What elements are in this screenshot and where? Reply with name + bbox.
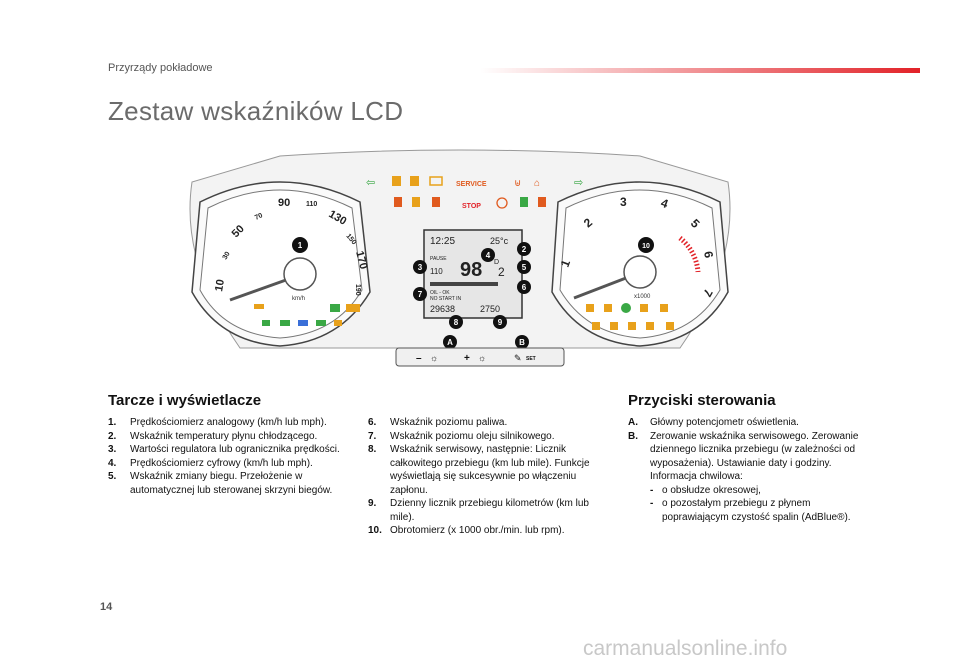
tachometer: 1 2 3 4 5 6 7 x1000 (551, 181, 729, 347)
seatbelt-warning-icon (394, 197, 402, 207)
warning-lights-row-bottom: STOP (394, 197, 546, 210)
list-item: 7.Wskaźnik poziomu oleju silnikowego. (368, 430, 555, 442)
tacho-tick-3: 3 (620, 195, 627, 209)
brightness-icon-2: ☼ (478, 353, 486, 363)
speedometer: 10 30 50 70 90 110 130 150 170 190 km/h (191, 181, 371, 347)
list-item: A.Główny potencjometr oświetlenia. (628, 417, 799, 428)
turn-left-indicator-icon: ⇦ (366, 177, 375, 189)
list-item: 10.Obrotomierz (x 1000 obr./min. lub rpm… (368, 525, 565, 536)
list-item: -o obsłudze okresowej, (650, 484, 761, 496)
lcd-gear: D (494, 259, 499, 266)
button-plus-label: + (464, 353, 470, 364)
list-item: -o pozostałym przebiegu z płynem poprawi… (650, 498, 851, 523)
seatbelt-passenger-icon (432, 197, 440, 207)
tacho-tick-6: 6 (701, 250, 716, 259)
wrench-icon: ✎ (514, 353, 522, 363)
lcd-digital-speed: 98 (460, 259, 482, 281)
callout-4: 4 (486, 251, 491, 260)
list-item: 3.Wartości regulatora lub ogranicznika p… (108, 444, 340, 455)
list-item: 8.Wskaźnik serwisowy, następnie: Licznik… (368, 444, 590, 496)
callout-10: 10 (642, 243, 650, 250)
list-item: 5.Wskaźnik zmiany biegu. Przełożenie w a… (108, 471, 333, 496)
controls-list: A.Główny potencjometr oświetlenia. B.Zer… (628, 416, 868, 524)
coolant-warning-icon: ⊎ (514, 178, 521, 189)
callout-6: 6 (522, 283, 527, 292)
lcd-trip: 2750 (480, 304, 500, 314)
airbag-warning-icon (412, 197, 420, 207)
battery-icon (429, 176, 443, 186)
callout-8: 8 (454, 318, 459, 327)
control-buttons: – ☼ + ☼ ✎ SET (395, 347, 565, 367)
callout-a: A (447, 338, 453, 347)
brightness-icon-1: ☼ (430, 353, 438, 363)
lcd-outside-temp: 25°c (490, 236, 509, 246)
lcd-pause: PAUSE (430, 256, 447, 262)
page-title: Zestaw wskaźników LCD (108, 96, 404, 126)
speedo-tick-70: 70 (254, 212, 264, 222)
speedo-tick-90: 90 (278, 197, 290, 209)
speedo-tick-10: 10 (213, 278, 227, 292)
speedo-unit: km/h (292, 296, 305, 302)
list-item: 9.Dzienny licznik przebiegu kilometrów (… (368, 498, 589, 523)
lcd-display: 12:25 25°c PAUSE 110 98 D 2 OIL - OK NO … (423, 229, 523, 319)
lcd-fuel-bar (430, 282, 498, 286)
list-item: 6.Wskaźnik poziomu paliwa. (368, 417, 508, 428)
speedo-tick-30: 30 (222, 251, 232, 261)
controls-section-title: Przyciski sterowania (628, 392, 776, 409)
dials-list-right: 6.Wskaźnik poziomu paliwa. 7.Wskaźnik po… (368, 416, 596, 538)
callout-b: B (519, 338, 525, 347)
tacho-tick-4: 4 (659, 196, 670, 212)
callout-5: 5 (522, 263, 527, 272)
page-number: 14 (100, 601, 113, 613)
speedo-tick-110: 110 (306, 201, 317, 208)
list-item: 4.Prędkościomierz cyfrowy (km/h lub mph)… (108, 457, 313, 469)
service-warning-label: SERVICE (456, 181, 487, 188)
door-open-icon (538, 197, 546, 207)
callout-3: 3 (418, 263, 423, 272)
lcd-time: 12:25 (430, 236, 455, 247)
dials-section-title: Tarcze i wyświetlacze (108, 392, 262, 409)
button-minus-label: – (416, 353, 422, 364)
dials-list-left: 1.Prędkościomierz analogowy (km/h lub mp… (108, 416, 348, 497)
callout-9: 9 (498, 318, 503, 327)
warning-lights-row-top: ⇦ ⇨ SERVICE ⊎ ⌂ (366, 176, 583, 189)
oil-pressure-icon: ⌂ (534, 178, 540, 189)
speedo-lower-lights (254, 304, 360, 326)
list-item: 2.Wskaźnik temperatury płynu chłodzącego… (108, 430, 318, 442)
list-item: 1.Prędkościomierz analogowy (km/h lub mp… (108, 417, 327, 428)
brake-warning-icon (496, 197, 508, 209)
lcd-oil-status: OIL - OK (430, 290, 450, 296)
speedo-tick-190: 190 (354, 284, 361, 296)
tacho-lower-lights (586, 303, 674, 330)
button-set-label: SET (526, 356, 536, 362)
speedo-tick-170: 170 (353, 250, 369, 271)
esp-icon (520, 197, 528, 207)
callout-2: 2 (522, 245, 527, 254)
header-accent-bar (480, 68, 920, 73)
turn-right-indicator-icon: ⇨ (574, 177, 583, 189)
lcd-no-start: NO START IN (430, 296, 462, 302)
stop-warning-label: STOP (462, 203, 481, 210)
tacho-tick-1: 1 (558, 258, 574, 269)
lcd-odometer: 29638 (430, 304, 455, 314)
watermark: carmanualsonline.info (583, 637, 788, 660)
warning-amber-icon-1 (392, 176, 401, 186)
tacho-unit: x1000 (634, 294, 651, 300)
instrument-cluster-illustration: ⇦ ⇨ SERVICE ⊎ ⌂ STOP 10 30 50 70 90 110 … (189, 149, 731, 367)
callout-7: 7 (418, 290, 423, 299)
lcd-gear-number: 2 (498, 265, 505, 279)
list-item: B.Zerowanie wskaźnika serwisowego. Zerow… (628, 430, 859, 483)
callout-1: 1 (298, 241, 303, 250)
fuel-warning-icon (410, 176, 419, 186)
lcd-limit: 110 (430, 267, 443, 276)
section-header: Przyrządy pokładowe (108, 62, 213, 74)
